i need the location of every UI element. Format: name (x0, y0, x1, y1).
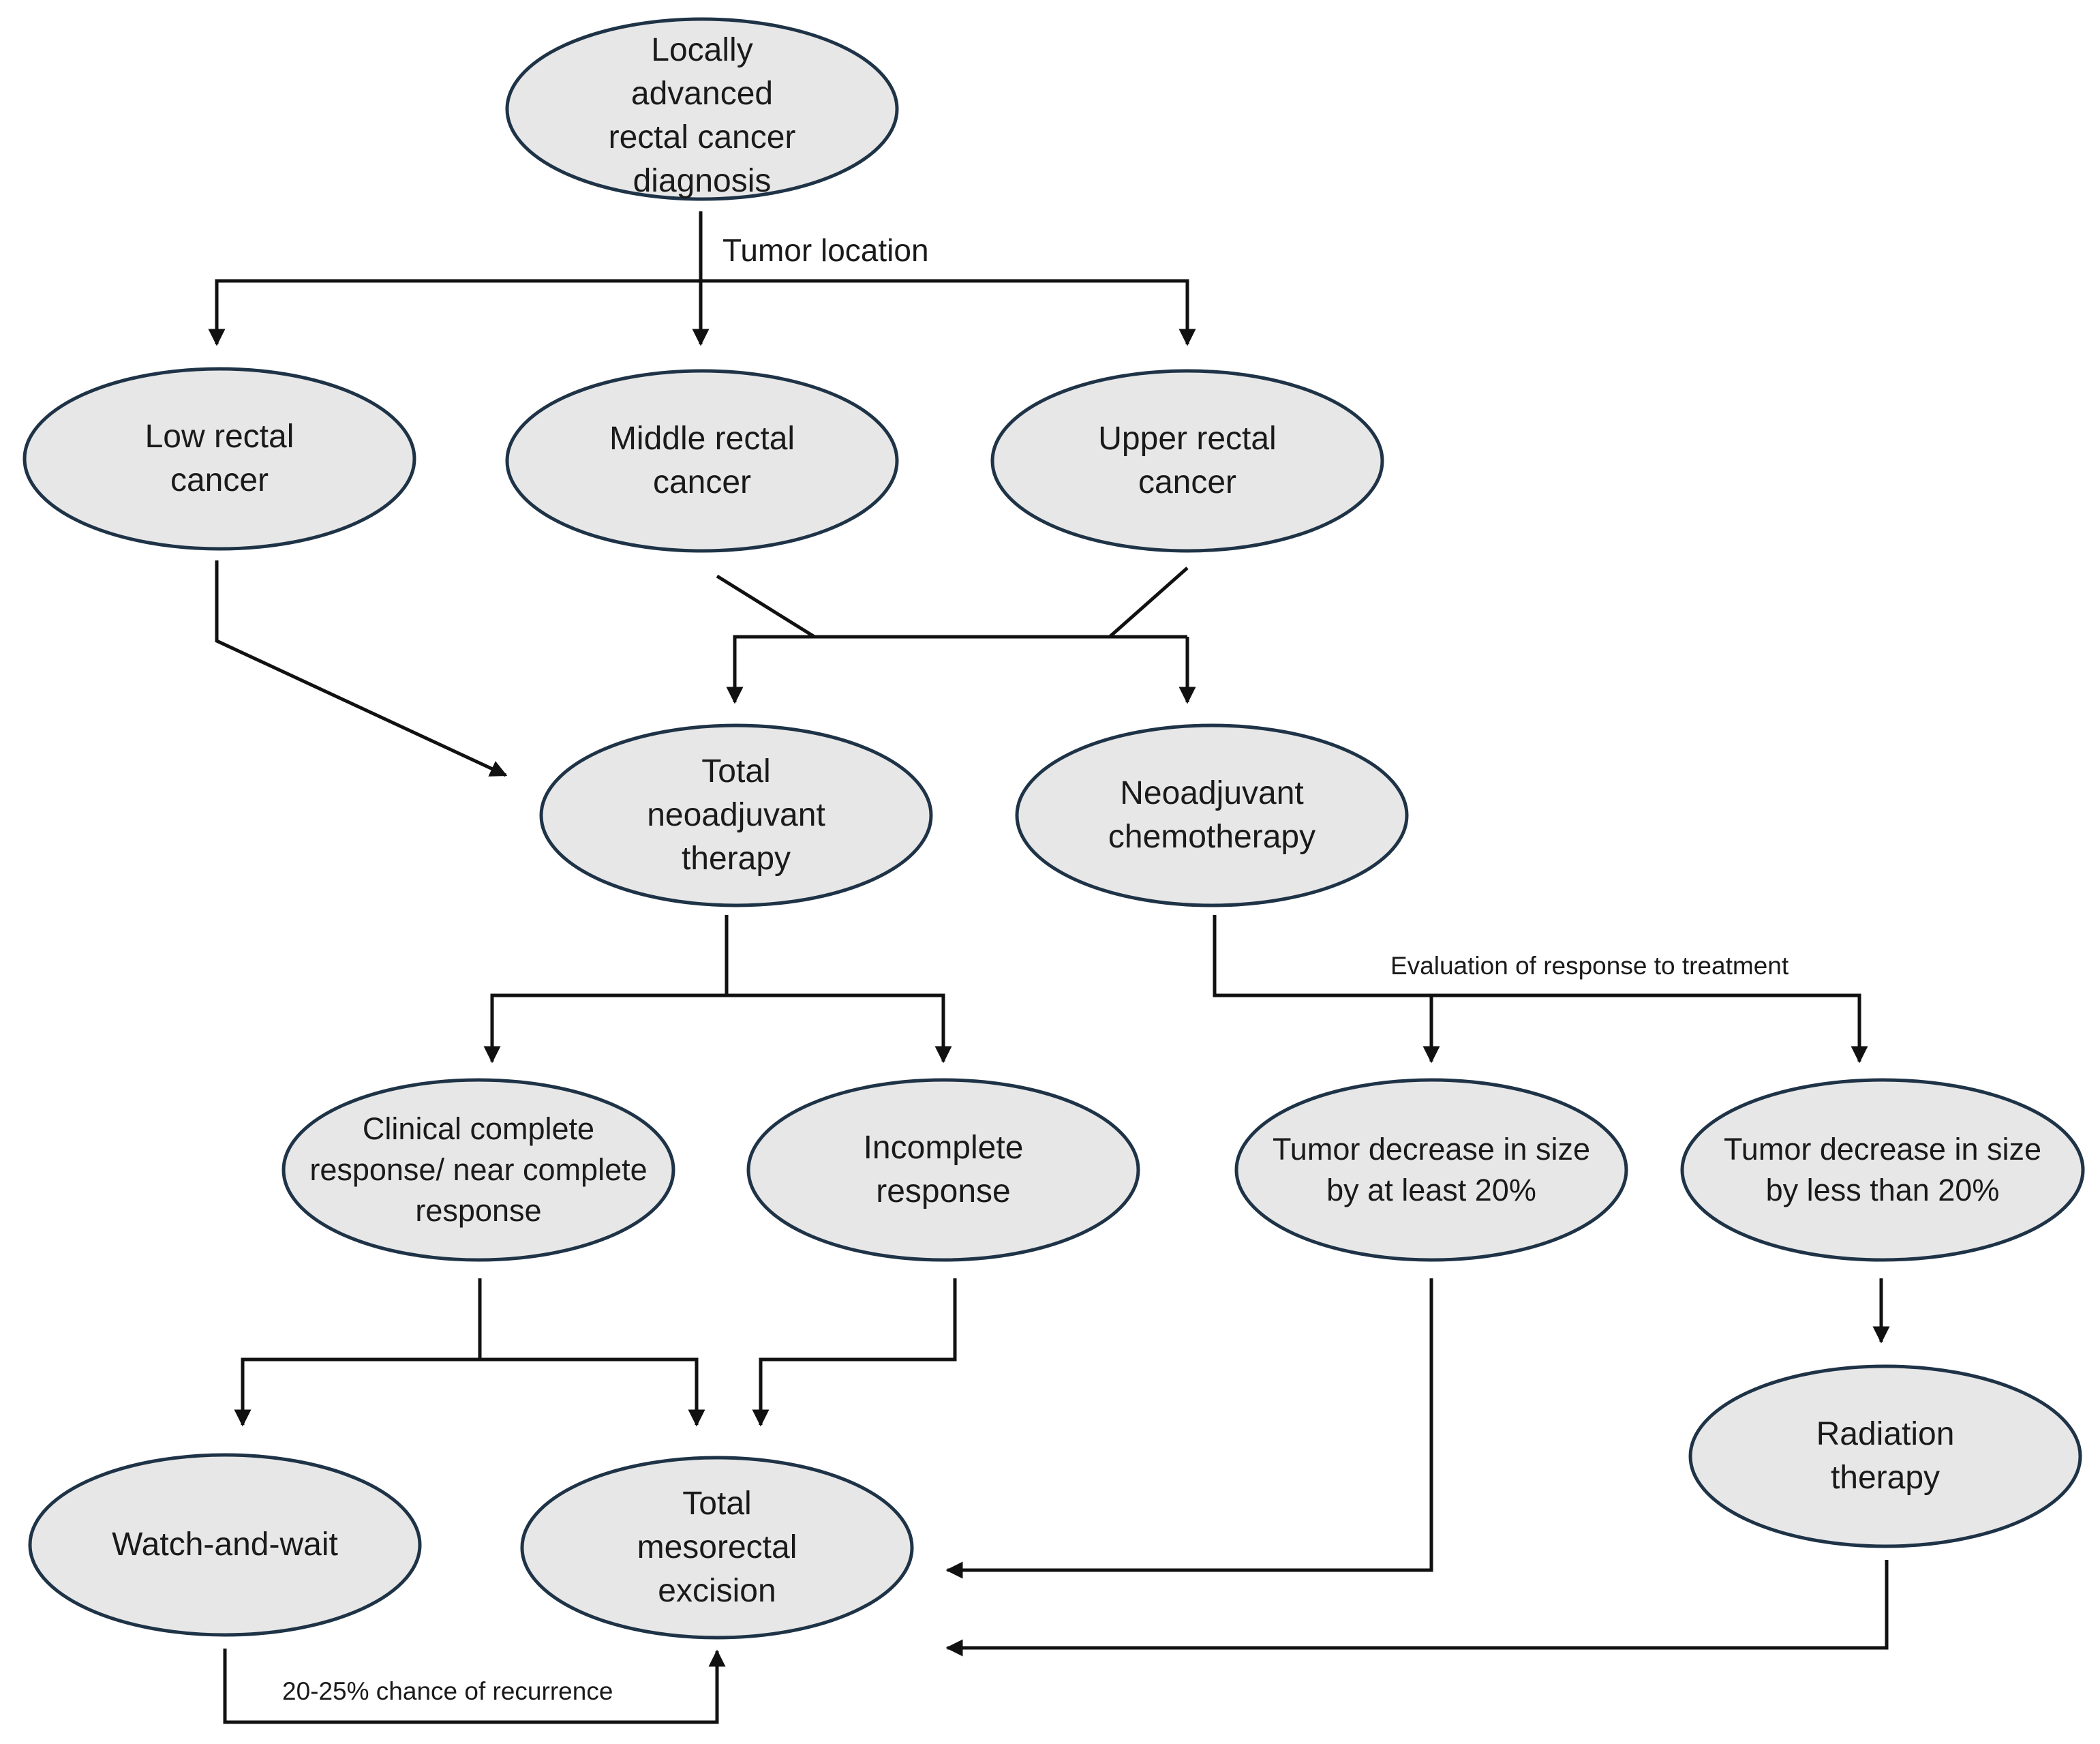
connector-neochemo-to-decrease-less20 (1431, 993, 1868, 1064)
edge-label-tumor-location: Tumor location (722, 232, 929, 268)
node-watch-shape (28, 1453, 422, 1637)
node-incomplete-shape (746, 1078, 1140, 1262)
connector-low-to-tnt (215, 560, 508, 777)
connector-ccr-to-tme (480, 1357, 705, 1427)
node-neochemo-label: Neoadjuvant chemotherapy (1108, 775, 1316, 855)
node-middle-label: Middle rectal cancer (609, 421, 795, 500)
node-decrease20-shape (1234, 1078, 1628, 1262)
node-upper-shape (990, 369, 1384, 553)
connector-watch-to-tme-recurrence (223, 1649, 726, 1724)
edge-label-recurrence: 20-25% chance of recurrence (282, 1677, 613, 1705)
node-radiation-label: Radiation therapy (1816, 1416, 1955, 1496)
node-incomplete-label: Incomplete response (863, 1130, 1024, 1209)
connectors (208, 211, 1890, 1724)
connector-middle-to-junction (716, 574, 816, 639)
connector-incomplete-to-tme (752, 1278, 957, 1427)
connector-radiation-to-tme (945, 1560, 1889, 1657)
connector-tnt-to-incomplete (727, 993, 952, 1064)
nodes (22, 17, 2085, 1640)
node-watch-label: Watch-and-wait (112, 1527, 338, 1563)
node-decrease-less20-label: Tumor decrease in size by less than 20% (1723, 1132, 2042, 1207)
node-decrease20-label: Tumor decrease in size by at least 20% (1272, 1132, 1591, 1207)
connector-neochemo-stem (1213, 915, 1431, 997)
node-tnt-label: Total neoadjuvant therapy (647, 753, 825, 877)
connector-decrease20-to-tme (945, 1278, 1433, 1579)
node-low-label: Low rectal cancer (144, 419, 294, 498)
node-middle-shape (505, 369, 899, 553)
node-ccr-shape (281, 1078, 675, 1262)
node-decrease-less20-shape (1680, 1078, 2085, 1262)
node-diagnosis-shape (505, 17, 899, 201)
node-upper-label: Upper rectal cancer (1098, 421, 1277, 500)
node-neochemo-shape (1015, 723, 1409, 907)
connector-ccr-to-watch (234, 1357, 480, 1427)
connector-junction-to-tnt (726, 635, 1187, 704)
edge-label-evaluation: Evaluation of response to treatment (1390, 952, 1789, 980)
connector-branch-to-low (208, 279, 701, 346)
node-diagnosis-label: Locally advanced rectal cancer diagnosis (608, 32, 796, 199)
connector-upper-to-junction (1108, 567, 1189, 638)
node-tme-label: Total mesorectal excision (637, 1486, 797, 1609)
node-tme-shape (520, 1456, 914, 1640)
node-tnt-shape (539, 723, 933, 907)
connector-tnt-to-ccr (483, 993, 727, 1064)
connector-branch-to-upper (701, 279, 1196, 346)
node-ccr-label: Clinical complete response/ near complet… (309, 1111, 648, 1228)
node-radiation-shape (1688, 1364, 2082, 1548)
node-low-shape (22, 367, 416, 551)
